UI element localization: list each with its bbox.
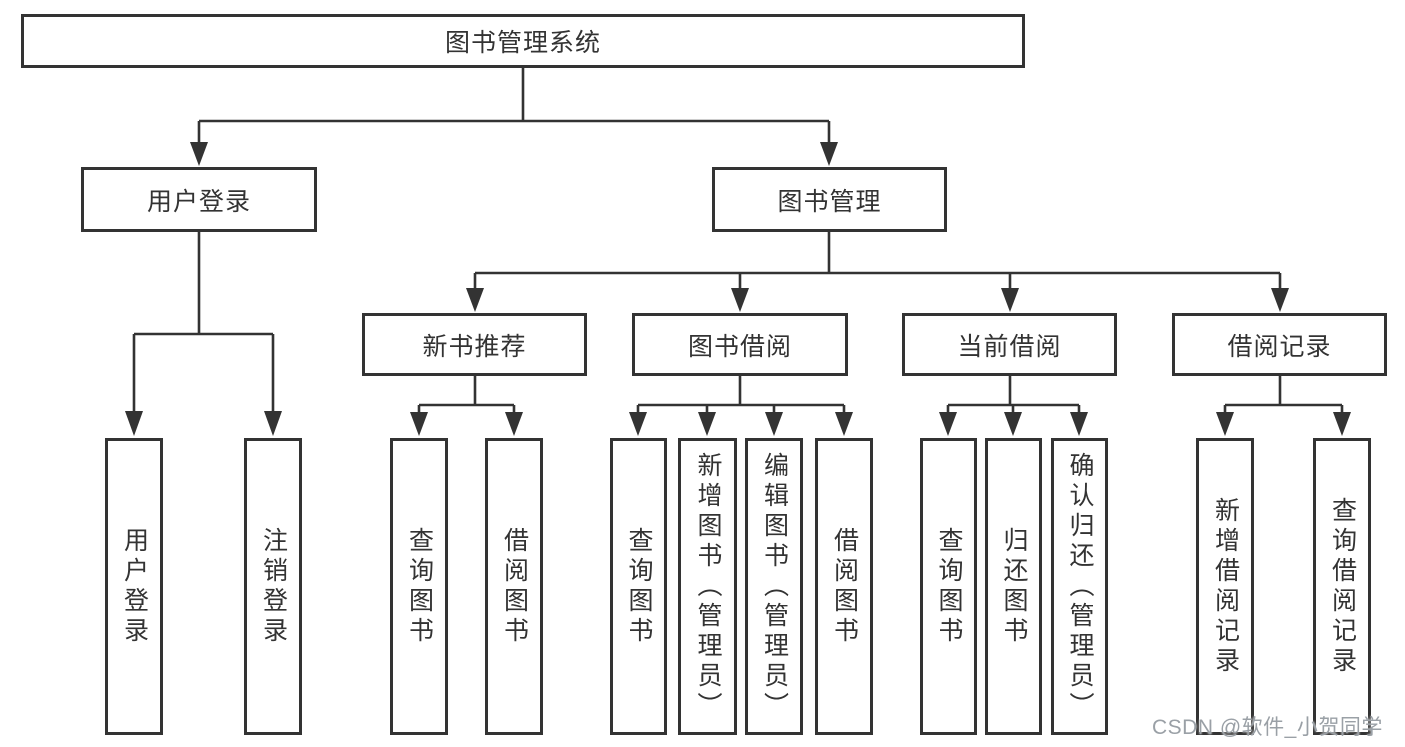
leaf-confirm-return-admin: 确认归还（管理员）	[1051, 438, 1108, 735]
watermark-text: CSDN @软件_小贺同学	[1152, 716, 1383, 739]
node-borrowing-records: 借阅记录	[1172, 313, 1387, 376]
leaf-label: 查询图书	[625, 526, 653, 647]
leaf-borrow-books-borrowing: 借阅图书	[815, 438, 873, 735]
leaf-label: 注销登录	[259, 526, 288, 647]
leaf-label: 用户登录	[120, 526, 149, 647]
node-library-management-system: 图书管理系统	[21, 14, 1025, 68]
leaf-label: 借阅图书	[830, 526, 859, 647]
leaf-label: 查询图书	[935, 526, 963, 647]
node-book-management: 图书管理	[712, 167, 947, 232]
node-user-login: 用户登录	[81, 167, 317, 232]
leaf-label: 查询图书	[405, 526, 434, 647]
leaf-label: 新增借阅记录	[1211, 496, 1240, 677]
leaf-add-borrow-record: 新增借阅记录	[1196, 438, 1254, 735]
leaf-query-books-borrowing: 查询图书	[610, 438, 667, 735]
leaf-query-borrow-record: 查询借阅记录	[1313, 438, 1371, 735]
leaf-edit-book-admin: 编辑图书（管理员）	[745, 438, 803, 735]
leaf-logout: 注销登录	[244, 438, 302, 735]
leaf-return-books: 归还图书	[985, 438, 1042, 735]
leaf-query-books-current: 查询图书	[920, 438, 977, 735]
leaf-user-login: 用户登录	[105, 438, 163, 735]
leaf-label: 借阅图书	[500, 526, 529, 647]
node-current-borrowing: 当前借阅	[902, 313, 1117, 376]
leaf-label: 归还图书	[1000, 526, 1028, 647]
leaf-label: 查询借阅记录	[1328, 496, 1357, 677]
leaf-borrow-books-recommend: 借阅图书	[485, 438, 543, 735]
leaf-add-book-admin: 新增图书（管理员）	[678, 438, 737, 735]
leaf-label: 编辑图书（管理员）	[760, 451, 789, 722]
leaf-query-books-recommend: 查询图书	[390, 438, 448, 735]
node-book-borrowing: 图书借阅	[632, 313, 848, 376]
leaf-label: 确认归还（管理员）	[1066, 451, 1094, 722]
leaf-label: 新增图书（管理员）	[694, 451, 722, 722]
node-new-book-recommendation: 新书推荐	[362, 313, 587, 376]
